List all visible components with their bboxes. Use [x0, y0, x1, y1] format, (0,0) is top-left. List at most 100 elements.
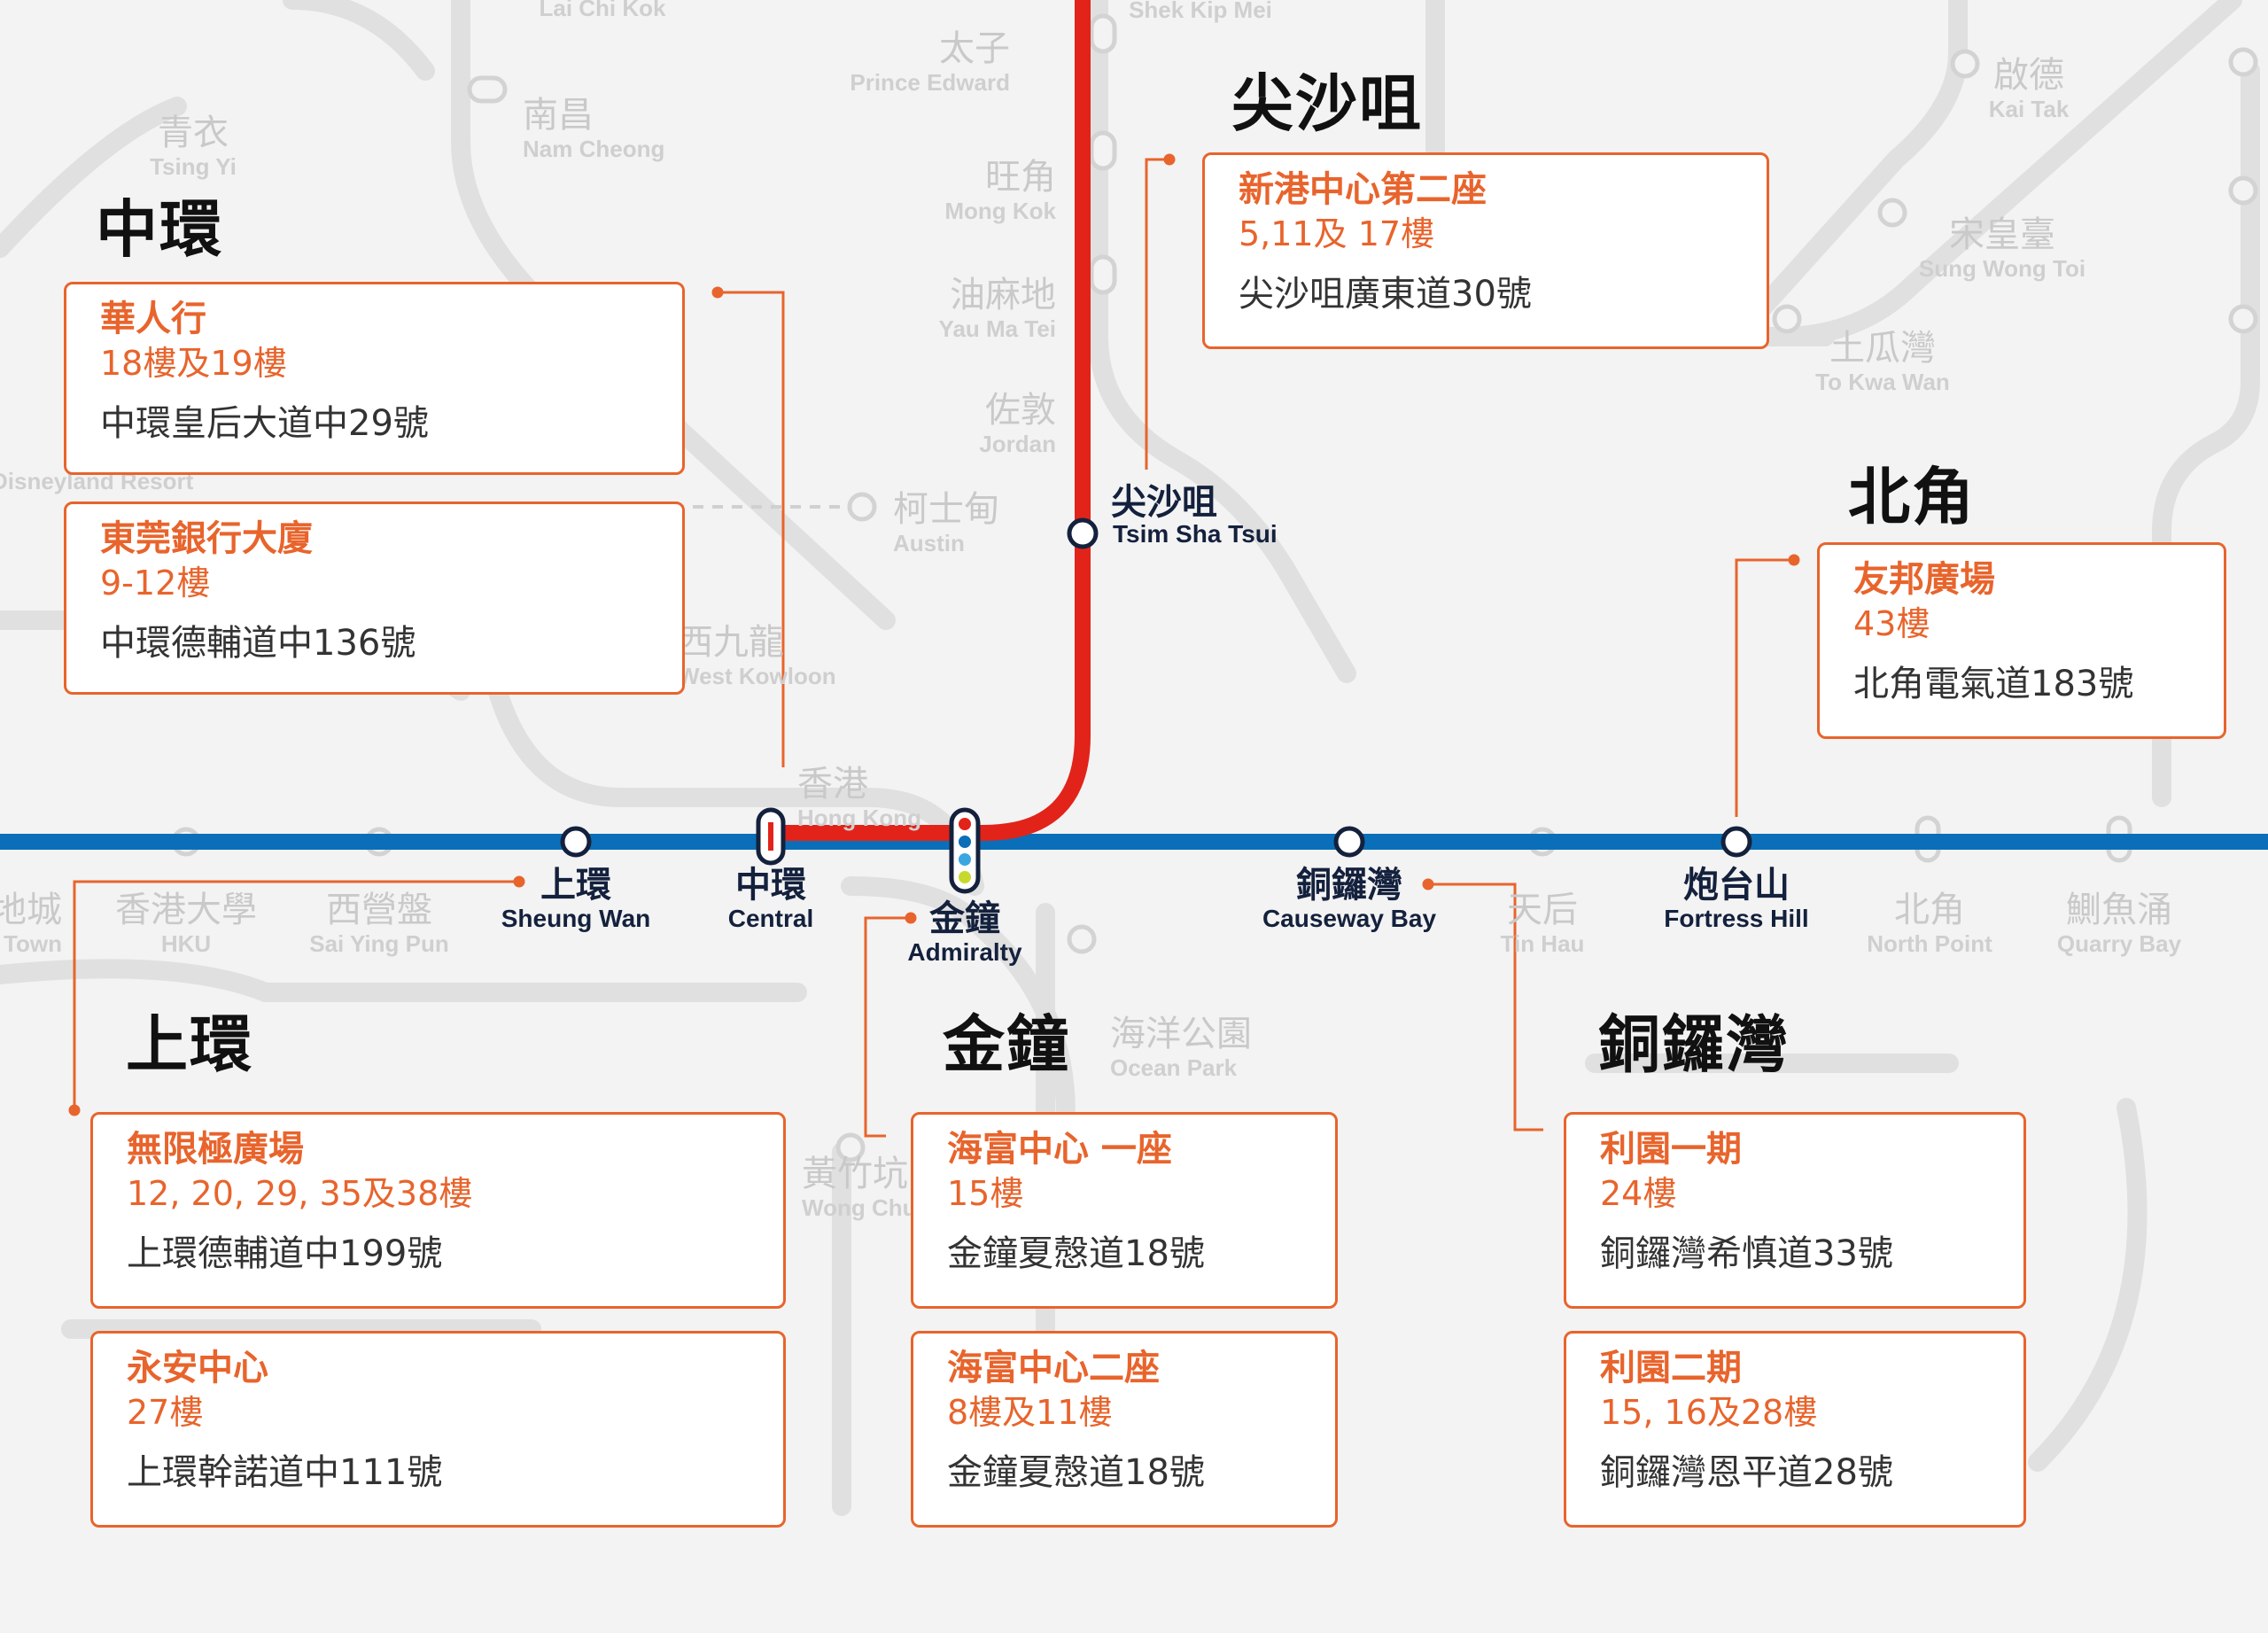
station-marker-admiralty — [949, 807, 981, 894]
office-card-central-2: 東莞銀行大廈 9-12樓 中環德輔道中136號 — [64, 502, 685, 695]
leader-tst-dot — [1163, 153, 1176, 166]
faded-station-label-zh-sai-ying-pun: 西營盤 — [326, 890, 432, 930]
faded-station-label-zh-prince-edward: 太子 — [939, 28, 1010, 69]
area-heading-north-point: 北角 — [1848, 461, 1976, 533]
faded-station-label-en-ocean-park: Ocean Park — [1110, 1054, 1238, 1081]
area-heading-causeway-bay: 銅鑼灣 — [1598, 1008, 1790, 1081]
office-name: 永安中心 — [127, 1348, 268, 1388]
faded-station-label-en-mong-kok: Mong Kok — [944, 198, 1056, 224]
faded-station-label-en-lai-chi-kok: Lai Chi Kok — [539, 0, 666, 21]
station-labels: 上環 Sheung Wan 中環 Central 金鐘 Admiralty 銅鑼… — [501, 481, 1809, 966]
office-card-central-1: 華人行 18樓及19樓 中環皇后大道中29號 — [64, 282, 685, 475]
office-floors: 27樓 — [127, 1393, 204, 1432]
leader-admiralty-dot — [905, 912, 917, 924]
area-heading-central: 中環 — [96, 193, 223, 266]
faded-station-label-zh-hku: 香港大學 — [115, 890, 257, 930]
faded-station-label-en-to-kwa-wan: To Kwa Wan — [1815, 369, 1950, 395]
station-marker-central — [756, 807, 786, 866]
faded-station-label-zh-austin: 柯士甸 — [893, 489, 999, 530]
faded-station-label-en-kai-tak: Kai Tak — [1989, 96, 2070, 122]
area-heading-tsim-sha-tsui: 尖沙咀 — [1231, 67, 1423, 140]
office-name: 海富中心二座 — [947, 1348, 1160, 1388]
faded-station-label-zh-mong-kok: 旺角 — [985, 157, 1056, 198]
leader-sheung-wan — [73, 880, 519, 1110]
station-label-sheung-wan-en: Sheung Wan — [501, 905, 651, 932]
station-label-admiralty-zh: 金鐘 — [928, 898, 1000, 939]
faded-station-label-zh-wong-chuk-hang: 黃竹坑 — [802, 1154, 908, 1194]
office-name: 東莞銀行大廈 — [100, 518, 313, 559]
faded-station-label-en-town: Town — [4, 930, 62, 957]
leader-causeway-bay — [1428, 883, 1543, 1131]
office-address: 上環德輔道中199號 — [127, 1233, 443, 1274]
office-address: 金鐘夏慤道18號 — [947, 1233, 1205, 1274]
leader-admiralty — [864, 916, 911, 1138]
faded-station-label-en-prince-edward: Prince Edward — [850, 69, 1010, 96]
office-floors: 5,11及 17樓 — [1239, 214, 1435, 253]
faded-station-label-en-sai-ying-pun: Sai Ying Pun — [309, 930, 448, 957]
faded-station-label-en-north-point: North Point — [1867, 930, 1992, 957]
office-card-admiralty-2: 海富中心二座 8樓及11樓 金鐘夏慤道18號 — [911, 1331, 1338, 1528]
leader-central-dot — [711, 286, 724, 299]
office-address: 中環德輔道中136號 — [100, 623, 416, 664]
leader-north-point — [1735, 558, 1794, 817]
office-floors: 8樓及11樓 — [947, 1393, 1113, 1432]
leader-tst — [1145, 158, 1169, 470]
faded-station-label-zh-ocean-park: 海洋公園 — [1110, 1014, 1252, 1054]
leader-sheung-wan-end — [68, 1104, 81, 1116]
leader-lines — [68, 153, 1800, 1138]
station-label-tsim-sha-tsui-en: Tsim Sha Tsui — [1113, 520, 1278, 548]
office-floors: 15樓 — [947, 1174, 1024, 1213]
office-address: 中環皇后大道中29號 — [100, 403, 429, 444]
station-label-tsim-sha-tsui-zh: 尖沙咀 — [1111, 481, 1217, 523]
faded-station-label-en-shek-kip-mei: Shek Kip Mei — [1129, 0, 1272, 23]
office-address: 銅鑼灣恩平道28號 — [1600, 1452, 1893, 1493]
office-card-causeway-bay-2: 利園二期 15, 16及28樓 銅鑼灣恩平道28號 — [1564, 1331, 2026, 1528]
office-name: 友邦廣場 — [1853, 559, 1995, 600]
leader-sheung-wan-dot — [513, 875, 525, 888]
station-label-fortress-hill-zh: 炮台山 — [1683, 864, 1790, 906]
office-floors: 24樓 — [1600, 1174, 1677, 1213]
office-address: 北角電氣道183號 — [1853, 664, 2134, 704]
faded-station-label-en-tsing-yi: Tsing Yi — [150, 153, 237, 180]
station-marker-sheung-wan — [560, 826, 592, 858]
area-heading-admiralty: 金鐘 — [943, 1008, 1070, 1081]
office-name: 華人行 — [100, 299, 206, 339]
station-marker-tsim-sha-tsui — [1067, 517, 1099, 549]
station-label-central-zh: 中環 — [735, 864, 806, 906]
office-name: 利園一期 — [1600, 1129, 1742, 1170]
faded-station-label-zh-hong-kong: 香港 — [797, 764, 868, 805]
leader-north-point-dot — [1788, 554, 1800, 566]
office-address: 銅鑼灣希慎道33號 — [1600, 1233, 1893, 1274]
office-name: 新港中心第二座 — [1239, 169, 1487, 210]
office-name: 利園二期 — [1600, 1348, 1742, 1388]
faded-station-label-en-sung-wong-toi: Sung Wong Toi — [1919, 255, 2085, 282]
office-card-sheung-wan-1: 無限極廣場 12, 20, 29, 35及38樓 上環德輔道中199號 — [90, 1112, 786, 1309]
office-card-sheung-wan-2: 永安中心 27樓 上環幹諾道中111號 — [90, 1331, 786, 1528]
office-address: 上環幹諾道中111號 — [127, 1452, 443, 1493]
office-floors: 43樓 — [1853, 604, 1930, 643]
office-card-north-point-1: 友邦廣場 43樓 北角電氣道183號 — [1817, 542, 2226, 739]
faded-station-label-zh-north-point: 北角 — [1894, 890, 1965, 930]
station-label-sheung-wan-zh: 上環 — [540, 864, 611, 906]
faded-station-label-zh-west-kowloon: 西九龍 — [678, 622, 784, 663]
station-marker-causeway-bay — [1333, 826, 1365, 858]
faded-station-label-zh-yau-ma-tei: 油麻地 — [950, 275, 1056, 315]
faded-station-label-zh-quarry-bay: 鰂魚涌 — [2066, 890, 2172, 930]
office-floors: 15, 16及28樓 — [1600, 1393, 1818, 1432]
faded-station-label-zh-tin-hau: 天后 — [1507, 890, 1578, 930]
faded-station-label-en-west-kowloon: West Kowloon — [678, 663, 836, 689]
faded-station-label-en-quarry-bay: Quarry Bay — [2057, 930, 2182, 957]
faded-station-label-en-nam-cheong: Nam Cheong — [523, 136, 664, 162]
office-floors: 9-12樓 — [100, 564, 211, 603]
office-floors: 18樓及19樓 — [100, 344, 287, 383]
office-floors: 12, 20, 29, 35及38樓 — [127, 1174, 473, 1213]
faded-station-label-en-jordan: Jordan — [979, 431, 1056, 457]
faded-station-label-en-hku: HKU — [161, 930, 211, 957]
faded-station-label-zh-tsing-yi: 青衣 — [158, 113, 229, 153]
faded-station-label-en-yau-ma-tei: Yau Ma Tei — [939, 315, 1056, 342]
office-card-tsim-sha-tsui-1: 新港中心第二座 5,11及 17樓 尖沙咀廣東道30號 — [1202, 152, 1769, 349]
faded-station-label-zh-kai-tak: 啟德 — [1993, 55, 2064, 96]
office-card-causeway-bay-1: 利園一期 24樓 銅鑼灣希慎道33號 — [1564, 1112, 2026, 1309]
